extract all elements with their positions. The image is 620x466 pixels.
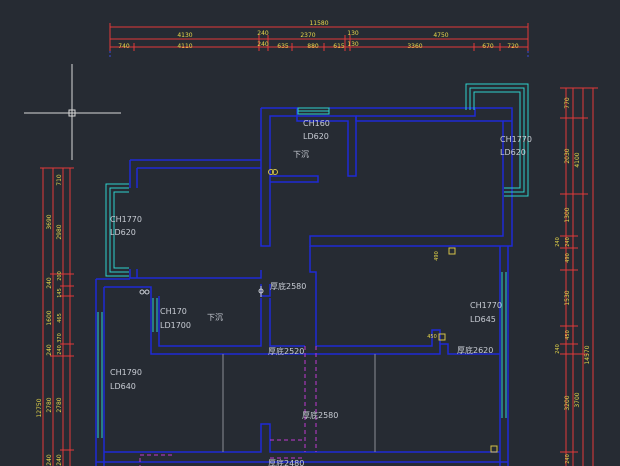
top-dimension-lines — [109, 23, 529, 51]
top-dimension-extensions — [109, 51, 529, 58]
dim-right-outer: 14570 — [584, 345, 591, 364]
walls — [95, 107, 513, 466]
dim-left-mid-0: 3690 — [46, 214, 53, 229]
label-beam-2480: 厚底2480 — [268, 458, 304, 466]
left-dimension-lines — [40, 167, 74, 466]
dim-right-in-6: 240 — [555, 344, 561, 354]
label-step-down-mid: 下沉 — [207, 313, 223, 322]
dim-top-r2-4: 880 — [307, 43, 319, 50]
dim-top-r2-1: 4110 — [177, 43, 192, 50]
windows — [97, 83, 529, 438]
dim-overall-top: 11580 — [309, 20, 328, 27]
dim-left-inn-0: 200 — [57, 271, 63, 281]
interior-lines — [222, 354, 376, 452]
dim-top-r2-6: 130 — [347, 41, 359, 48]
dim-right-in-5: 450 — [565, 330, 571, 340]
label-ch1790: CH1790 — [110, 368, 142, 377]
dim-left-in-6: 240 — [56, 454, 63, 466]
dim-left-in-5: 2780 — [56, 397, 63, 412]
dim-top-r1-3: 130 — [347, 30, 359, 37]
dim-top-r2-7: 3360 — [407, 43, 422, 50]
dim-top-r2-0: 740 — [118, 43, 130, 50]
dim-right-mid-1: 3700 — [574, 392, 581, 407]
dim-top-r1-0: 4130 — [177, 32, 192, 39]
dim-left-mid-1: 2780 — [46, 397, 53, 412]
dim-top-r1-2: 2370 — [300, 32, 315, 39]
dim-left-in-1: 2980 — [56, 224, 63, 239]
label-ch1770-mid: CH1770 — [470, 301, 502, 310]
label-ld645: LD645 — [470, 315, 496, 324]
label-beam-2580-b: 厚底2580 — [302, 410, 338, 420]
dim-left-inn-1: 145 — [57, 288, 63, 298]
dim-top-r2-2: 240 — [257, 41, 269, 48]
dim-top-r1-4: 4750 — [433, 32, 448, 39]
dim-top-r2-9: 720 — [507, 43, 519, 50]
dim-right-in-2: 1300 — [564, 207, 571, 222]
dim-left-inn-3: 370 — [57, 333, 63, 343]
dim-left-mid-2: 240 — [46, 454, 53, 466]
label-ld620-top: LD620 — [303, 132, 329, 141]
dim-left-in-2: 240 — [46, 277, 53, 289]
dim-left-in-3: 1600 — [46, 310, 53, 325]
dim-top-r2-3: 635 — [277, 43, 289, 50]
dim-right-in-0: 770 — [564, 97, 571, 109]
dim-left-in-0: 710 — [56, 174, 63, 186]
dim-left-outer: 12750 — [36, 398, 43, 417]
label-ld620-right: LD620 — [500, 148, 526, 157]
hidden-beam-lines — [139, 346, 317, 466]
fixtures — [268, 169, 498, 453]
label-ch160: CH160 — [303, 119, 330, 128]
dim-left-in-4: 240 — [46, 344, 53, 356]
label-step-down-top: 下沉 — [293, 150, 309, 159]
dim-top-r2-5: 615 — [333, 43, 345, 50]
dim-right-in-8: 240 — [565, 454, 571, 464]
dim-right-inn-1: 490 — [565, 253, 571, 263]
dim-right-in-1: 2030 — [564, 148, 571, 163]
right-dimension-lines — [560, 87, 598, 466]
dim-right-inn-0: 240 — [565, 237, 571, 247]
dim-right-in-3: 240 — [555, 237, 561, 247]
dim-right-in-7: 3200 — [564, 395, 571, 410]
crosshair-cursor — [24, 64, 121, 160]
label-ld620-left: LD620 — [110, 228, 136, 237]
label-beam-2520: 厚底2520 — [268, 346, 304, 356]
dim-fixture-450: 450 — [427, 334, 437, 340]
dim-top-r2-8: 670 — [482, 43, 494, 50]
label-ch1770-right: CH1770 — [500, 135, 532, 144]
label-ld1700: LD1700 — [160, 321, 191, 330]
dim-left-inn-4: 240 — [57, 345, 63, 355]
label-ld640: LD640 — [110, 382, 136, 391]
dim-left-inn-2: 465 — [57, 313, 63, 323]
label-beam-2620: 厚底2620 — [457, 345, 493, 355]
label-ch170: CH170 — [160, 307, 187, 316]
dim-right-in-4: 1530 — [564, 290, 571, 305]
label-beam-2580-a: 厚底2580 — [270, 281, 306, 291]
label-ch1770-left: CH1770 — [110, 215, 142, 224]
dim-top-r1-1: 240 — [257, 30, 269, 37]
fixture-circles — [139, 286, 264, 297]
dim-right-mid-0: 4100 — [574, 152, 581, 167]
dim-fixture-490: 490 — [434, 251, 440, 261]
